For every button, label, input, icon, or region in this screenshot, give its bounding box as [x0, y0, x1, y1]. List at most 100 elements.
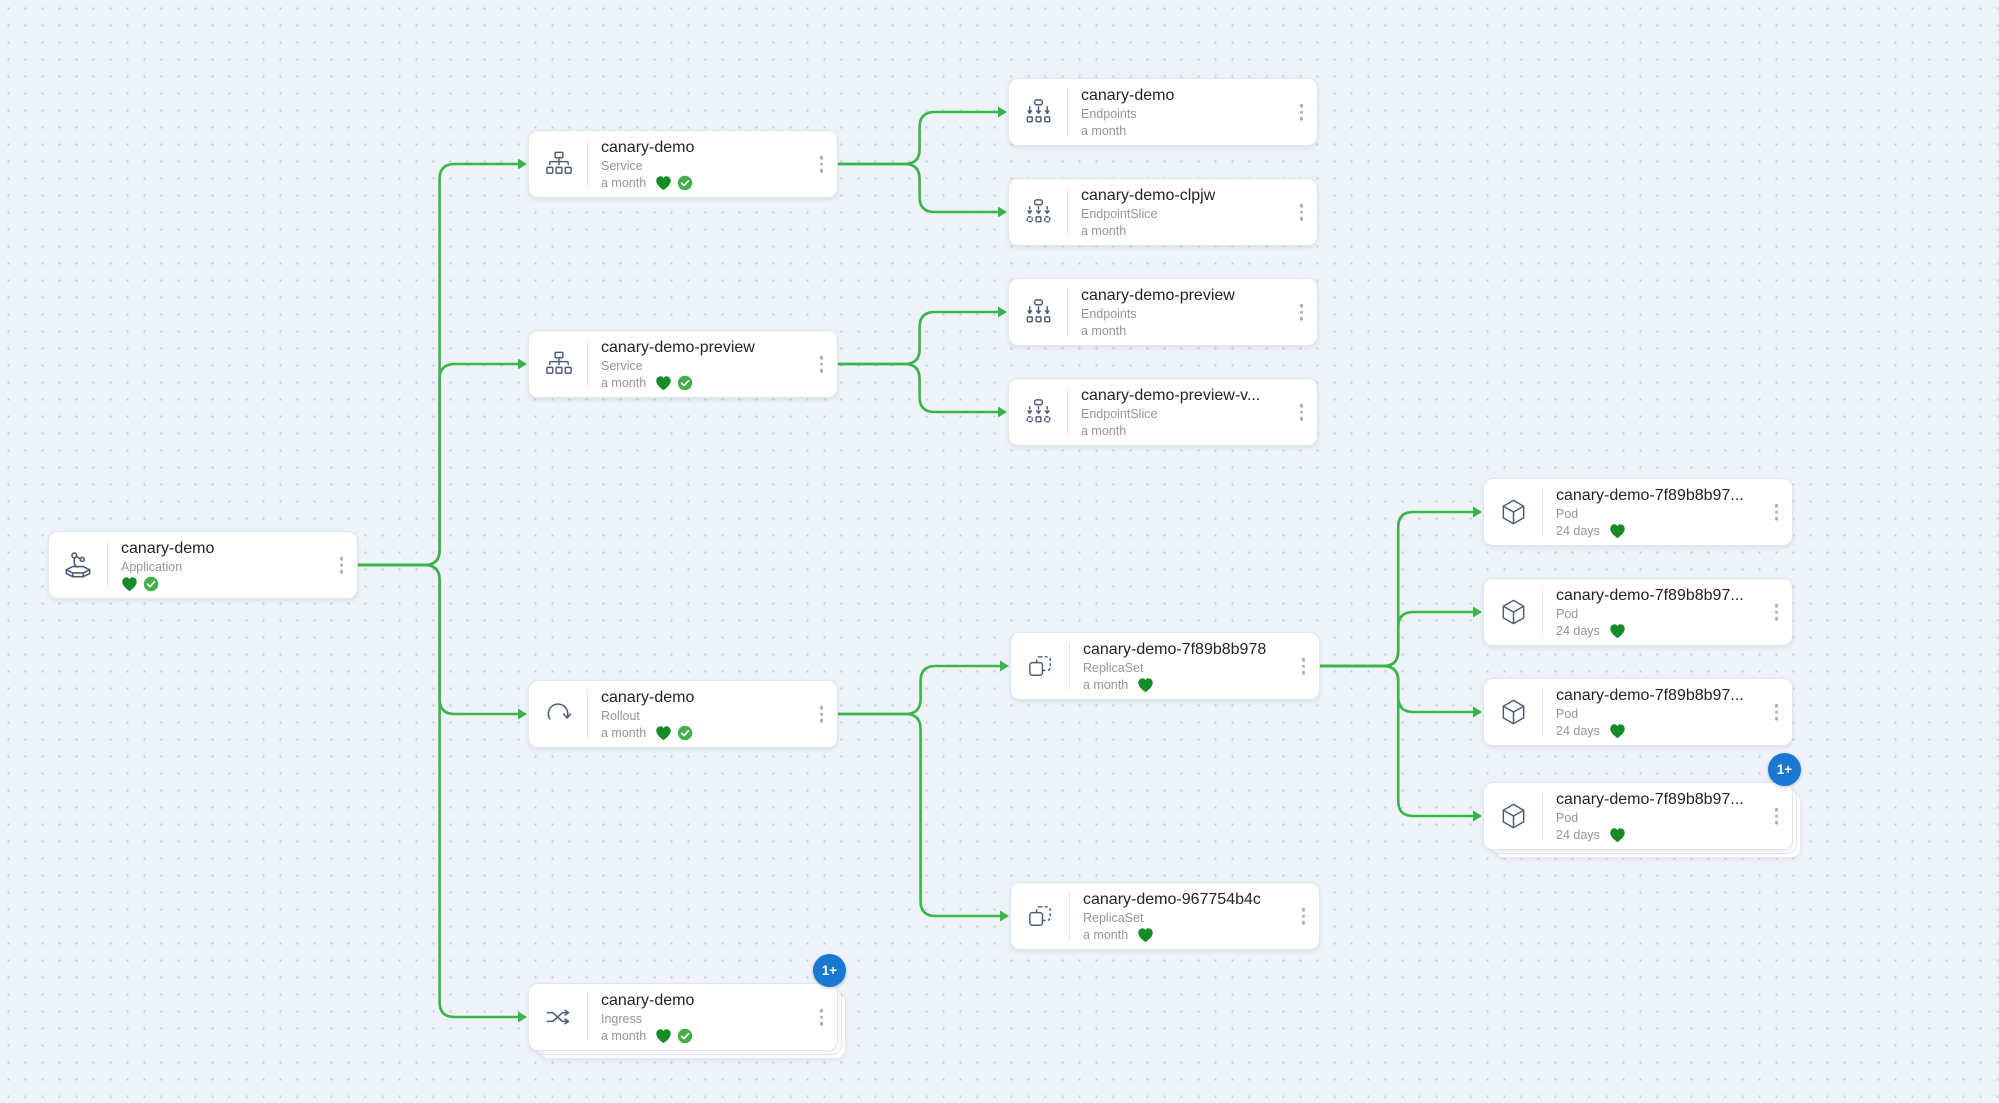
health-status-icons [655, 175, 693, 191]
node-meta-row: a month [1083, 927, 1261, 943]
node-content: canary-demo Endpoints a month [1068, 86, 1204, 139]
node-content: canary-demo-preview Service a month [588, 338, 785, 391]
node-content: canary-demo-7f89b8b978 ReplicaSet a mont… [1070, 640, 1296, 693]
node-meta-row: 24 days [1556, 723, 1744, 739]
synced-check-icon [677, 375, 693, 390]
resource-kind-label: ReplicaSet [1083, 660, 1144, 675]
resource-node-pod1[interactable]: canary-demo-7f89b8b97... Pod 24 days [1483, 478, 1793, 546]
node-menu-button[interactable] [1770, 599, 1784, 626]
healthy-heart-icon [1610, 623, 1625, 638]
synced-check-icon [143, 576, 159, 591]
resource-node-svc-preview[interactable]: canary-demo-preview Service a month [528, 330, 838, 398]
resource-node-rs1[interactable]: canary-demo-7f89b8b978 ReplicaSet a mont… [1010, 632, 1320, 700]
node-menu-button[interactable] [1770, 699, 1784, 726]
node-content: canary-demo-7f89b8b97... Pod 24 days [1543, 790, 1774, 843]
node-divider [587, 140, 588, 188]
node-meta-row: 24 days [1556, 523, 1744, 539]
node-divider [107, 541, 108, 589]
resource-node-ingress[interactable]: 1+ canary-demo Ingress a month [528, 954, 846, 1059]
node-meta-row: a month [601, 175, 694, 191]
node-meta-row: a month [601, 375, 755, 391]
service-icon [529, 149, 587, 180]
node-divider [587, 340, 588, 388]
resource-name: canary-demo-7f89b8b97... [1556, 486, 1744, 504]
node-divider [1542, 688, 1543, 736]
resource-node-app[interactable]: canary-demo Application [48, 531, 358, 599]
resource-node-rs2[interactable]: canary-demo-967754b4c ReplicaSet a month [1010, 882, 1320, 950]
resource-age: a month [601, 175, 647, 190]
resource-age: a month [1081, 423, 1127, 438]
pod-icon [1484, 497, 1542, 528]
resource-name: canary-demo [601, 991, 695, 1009]
resource-node-ep-preview[interactable]: canary-demo-preview Endpoints a month [1008, 278, 1318, 346]
resource-node-pod2[interactable]: canary-demo-7f89b8b97... Pod 24 days [1483, 578, 1793, 646]
resource-kind-label: Pod [1556, 606, 1579, 621]
healthy-heart-icon [656, 1028, 671, 1043]
health-status-icons [1137, 677, 1154, 693]
resource-age: a month [601, 1028, 647, 1043]
node-menu-button[interactable] [815, 701, 829, 728]
health-status-icons [1609, 623, 1626, 639]
endpoints-icon [1009, 97, 1067, 128]
node-menu-button[interactable] [1295, 199, 1309, 226]
node-menu-button[interactable] [1770, 499, 1784, 526]
node-menu-button[interactable] [335, 552, 349, 579]
node-menu-button[interactable] [1295, 399, 1309, 426]
node-menu-button[interactable] [1295, 299, 1309, 326]
node-meta-row: a month [1081, 423, 1260, 439]
health-status-icons [655, 725, 693, 741]
node-menu-button[interactable] [1297, 903, 1311, 930]
resource-node-pod4[interactable]: 1+ canary-demo-7f89b8b97... Pod 24 days [1483, 753, 1801, 858]
healthy-heart-icon [122, 576, 137, 591]
node-menu-button[interactable] [1770, 803, 1784, 830]
node-menu-button[interactable] [1297, 653, 1311, 680]
resource-node-rollout[interactable]: canary-demo Rollout a month [528, 680, 838, 748]
node-meta-row: a month [1081, 323, 1235, 339]
resource-node-ep[interactable]: canary-demo Endpoints a month [1008, 78, 1318, 146]
node-divider [1069, 892, 1070, 940]
health-status-icons [655, 1028, 693, 1044]
node-content: canary-demo Application [108, 539, 244, 592]
resource-node-eps-preview[interactable]: canary-demo-preview-v... EndpointSlice a… [1008, 378, 1318, 446]
resource-age: 24 days [1556, 523, 1600, 538]
node-divider [587, 993, 588, 1041]
replicaset-icon [1011, 901, 1069, 932]
application-icon [49, 548, 107, 582]
node-meta-row: a month [1081, 123, 1174, 139]
resource-kind-label: Endpoints [1081, 106, 1137, 121]
ingress-icon [529, 1002, 587, 1033]
healthy-heart-icon [656, 725, 671, 740]
resource-node-svc[interactable]: canary-demo Service a month [528, 130, 838, 198]
node-menu-button[interactable] [1295, 99, 1309, 126]
synced-check-icon [677, 175, 693, 190]
resource-name: canary-demo-7f89b8b97... [1556, 790, 1744, 808]
healthy-heart-icon [1610, 827, 1625, 842]
node-content: canary-demo-preview-v... EndpointSlice a… [1068, 386, 1290, 439]
replicaset-icon [1011, 651, 1069, 682]
node-meta-row: a month [601, 1028, 694, 1044]
collapsed-count-badge[interactable]: 1+ [1768, 753, 1801, 786]
resource-node-eps[interactable]: canary-demo-clpjw EndpointSlice a month [1008, 178, 1318, 246]
resource-kind-label: Endpoints [1081, 306, 1137, 321]
node-content: canary-demo-7f89b8b97... Pod 24 days [1543, 686, 1774, 739]
resource-name: canary-demo-7f89b8b97... [1556, 686, 1744, 704]
resource-kind-label: ReplicaSet [1083, 910, 1144, 925]
node-meta-row: a month [601, 725, 694, 741]
resource-age: 24 days [1556, 623, 1600, 638]
rollout-icon [529, 699, 587, 730]
node-menu-button[interactable] [815, 151, 829, 178]
resource-kind-label: Pod [1556, 506, 1579, 521]
node-menu-button[interactable] [815, 1004, 829, 1031]
resource-node-pod3[interactable]: canary-demo-7f89b8b97... Pod 24 days [1483, 678, 1793, 746]
endpoints-icon [1009, 297, 1067, 328]
endpointslice-icon [1009, 397, 1067, 428]
node-content: canary-demo-preview Endpoints a month [1068, 286, 1265, 339]
node-content: canary-demo Service a month [588, 138, 724, 191]
node-divider [1542, 792, 1543, 840]
collapsed-count-badge[interactable]: 1+ [813, 954, 846, 987]
node-menu-button[interactable] [815, 351, 829, 378]
node-meta-row: 24 days [1556, 623, 1744, 639]
health-status-icons [1609, 827, 1626, 843]
